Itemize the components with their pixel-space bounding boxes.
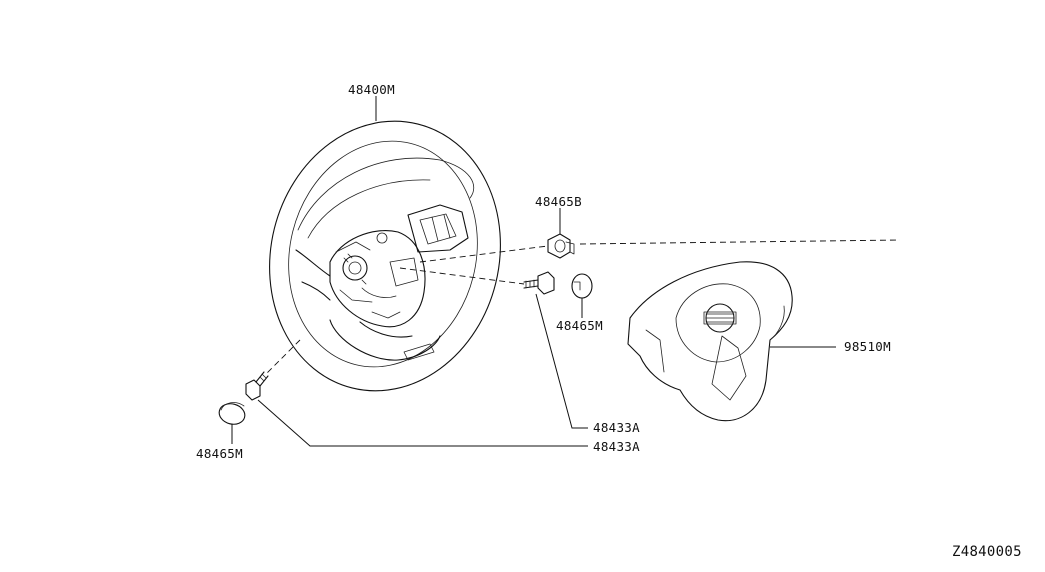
diagram-id: Z4840005 bbox=[952, 544, 1022, 560]
label-steering-wheel: 48400M bbox=[348, 82, 395, 97]
assembly-lines bbox=[265, 239, 901, 375]
nut-48465b[interactable] bbox=[547, 233, 575, 259]
steering-wheel[interactable] bbox=[241, 96, 528, 415]
label-cap-left: 48465M bbox=[196, 446, 243, 461]
bolt-left-48433a[interactable] bbox=[245, 371, 269, 401]
cap-right-48465m[interactable] bbox=[571, 273, 593, 299]
label-bolt-left: 48433A bbox=[593, 439, 640, 454]
label-nut-top: 48465B bbox=[535, 194, 582, 209]
airbag-module-98510m[interactable] bbox=[627, 261, 793, 422]
cap-left-48465m[interactable] bbox=[217, 401, 247, 427]
leader-lines bbox=[231, 96, 836, 447]
label-airbag-module: 98510M bbox=[844, 339, 891, 354]
nissan-emblem-icon bbox=[703, 303, 737, 333]
label-cap-right: 48465M bbox=[556, 318, 603, 333]
bolt-right-48433a[interactable] bbox=[523, 271, 555, 295]
label-bolt-right: 48433A bbox=[593, 420, 640, 435]
